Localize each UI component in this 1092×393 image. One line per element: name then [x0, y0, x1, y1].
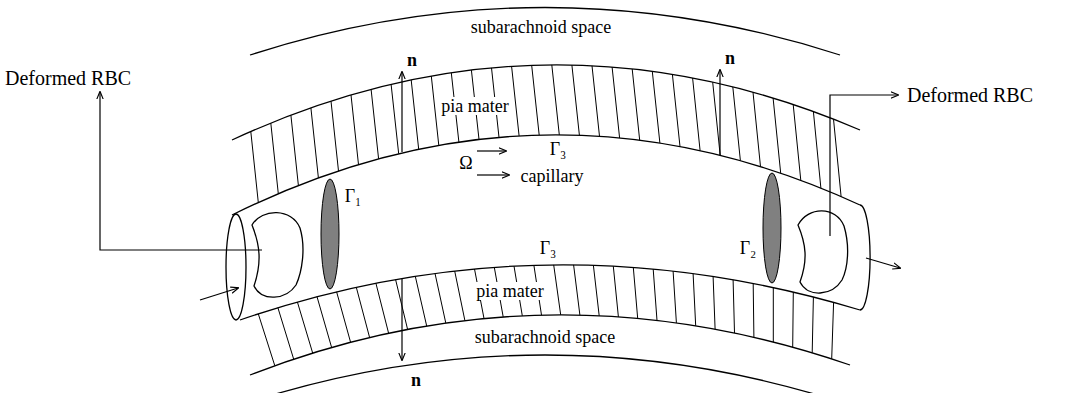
hatch-line — [713, 277, 715, 330]
hatch-line — [632, 69, 640, 140]
pointer-arrow — [477, 174, 509, 175]
hatch-line — [672, 74, 680, 146]
hatch-line — [297, 302, 312, 353]
hatch-line — [271, 123, 279, 194]
red-blood-cell — [252, 213, 303, 298]
hatch-line — [713, 82, 721, 155]
hatch-line — [832, 302, 834, 359]
hatch-line — [753, 92, 761, 167]
domain-label: Ω — [457, 154, 474, 172]
leader-line — [100, 92, 262, 250]
boundary-label: Γ₃ — [538, 239, 559, 257]
boundary-label: Γ₃ — [548, 140, 569, 158]
normal-arrow — [401, 279, 402, 360]
pia-outer-top — [232, 65, 860, 140]
vector-label: n — [405, 51, 419, 69]
hatch-line — [552, 65, 560, 135]
hatch-line — [733, 87, 741, 161]
normal-arrow — [401, 72, 402, 152]
boundary-label: Γ₂ — [738, 239, 759, 257]
hatch-line — [812, 297, 813, 353]
hatch-line — [792, 292, 794, 347]
hatch-line — [613, 266, 618, 317]
flow-arrow — [866, 258, 900, 268]
pia-hatching — [251, 65, 841, 366]
callout-label: Deformed RBC — [3, 68, 133, 88]
hatch-line — [455, 271, 465, 321]
hatch-line — [633, 267, 637, 318]
hatch-line — [652, 71, 660, 143]
hatch-line — [693, 274, 696, 326]
hatch-line — [733, 280, 734, 333]
vector-label: n — [409, 371, 423, 389]
hatch-line — [411, 80, 419, 149]
region-label: pia mater — [474, 282, 545, 300]
normal-arrow — [719, 70, 720, 155]
hatch-line — [317, 297, 332, 348]
boundary-label: Γ₁ — [343, 187, 364, 205]
hatch-line — [331, 101, 339, 171]
subarachnoid-outer-top — [250, 8, 840, 56]
red-blood-cell — [798, 211, 848, 293]
region-label: subarachnoid space — [469, 18, 613, 36]
hatch-line — [258, 314, 275, 366]
hatch-line — [532, 65, 540, 135]
hatch-line — [572, 65, 580, 135]
tube-end-left — [226, 214, 246, 320]
hatch-line — [431, 76, 439, 145]
flow-arrow — [200, 288, 238, 300]
hatch-line — [673, 271, 676, 323]
hatch-line — [391, 84, 399, 153]
pointer-arrow — [477, 150, 506, 151]
hatch-line — [371, 89, 379, 158]
hatch-line — [793, 105, 801, 181]
hatch-line — [251, 132, 258, 203]
hatch-line — [435, 273, 446, 323]
hatch-line — [574, 265, 580, 315]
hatch-line — [351, 95, 359, 165]
outlet-boundary-disk — [763, 173, 781, 283]
hatch-line — [773, 98, 781, 173]
hatch-line — [337, 292, 351, 343]
hatch-line — [593, 265, 599, 315]
pia-outer-bottom — [250, 315, 850, 375]
hatch-line — [376, 283, 389, 333]
subarachnoid-outer-bottom — [240, 355, 850, 393]
hatch-line — [592, 66, 600, 137]
hatch-line — [311, 108, 319, 178]
hatch-line — [753, 284, 755, 338]
hatch-line — [693, 78, 701, 151]
vector-label: n — [723, 49, 737, 67]
hatch-line — [291, 115, 299, 185]
hatch-line — [653, 269, 657, 320]
hatch-line — [415, 276, 426, 326]
leader-line — [830, 95, 898, 236]
region-label: capillary — [519, 167, 586, 185]
hatch-line — [554, 265, 561, 315]
region-label: pia mater — [439, 97, 510, 115]
hatch-line — [813, 112, 821, 189]
hatch-line — [612, 67, 620, 138]
hatch-line — [773, 288, 774, 342]
hatch-line — [278, 308, 294, 360]
tube-end-right — [860, 205, 870, 310]
callout-label: Deformed RBC — [905, 85, 1035, 105]
hatch-line — [834, 119, 842, 196]
hatch-line — [356, 287, 369, 337]
hatch-line — [512, 66, 519, 135]
inlet-boundary-disk — [321, 179, 339, 289]
region-label: subarachnoid space — [473, 328, 617, 346]
